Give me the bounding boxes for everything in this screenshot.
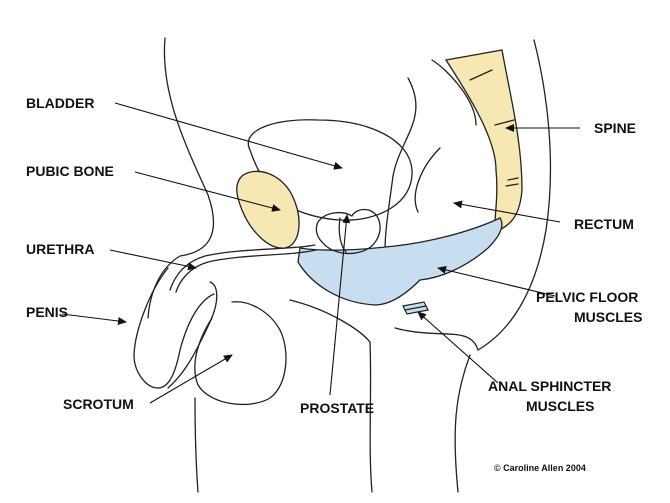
leader-bladder xyxy=(114,102,343,170)
body-outline xyxy=(147,37,552,493)
abdomen-contour xyxy=(147,37,215,319)
leader-urethra xyxy=(109,249,197,271)
leader-pubic-bone xyxy=(134,171,281,212)
label-anal-sphincter-2: MUSCLES xyxy=(526,398,594,414)
label-pelvic-floor-2: MUSCLES xyxy=(574,309,642,325)
leader-prostate xyxy=(329,214,351,396)
urethra-line-bottom xyxy=(175,249,317,293)
urethra-line-top xyxy=(169,244,316,291)
credit-text: © Caroline Allen 2004 xyxy=(494,463,586,473)
penis-shape xyxy=(133,267,215,389)
label-penis: PENIS xyxy=(26,304,68,320)
labels: BLADDER PUBIC BONE URETHRA PENIS SCROTUM… xyxy=(26,95,642,473)
anal-sphincter-ring xyxy=(404,305,427,311)
label-pubic-bone: PUBIC BONE xyxy=(26,163,114,179)
label-urethra: URETHRA xyxy=(26,241,94,257)
lower-contour xyxy=(454,354,471,493)
spine xyxy=(444,49,523,233)
penis-inner xyxy=(167,281,218,389)
pelvis-line-top xyxy=(414,147,441,213)
vertebra-divider-3 xyxy=(507,177,519,181)
thigh-contour-lower xyxy=(194,397,199,493)
leader-scrotum xyxy=(149,354,233,404)
back-contour xyxy=(477,39,552,351)
pubic-bone-shape xyxy=(236,170,300,249)
buttock-inner xyxy=(394,327,479,351)
spine-column xyxy=(444,49,523,233)
leader-rectum xyxy=(453,200,561,223)
label-bladder: BLADDER xyxy=(26,95,94,111)
label-rectum: RECTUM xyxy=(574,216,634,232)
label-prostate: PROSTATE xyxy=(300,400,374,416)
thigh-contour xyxy=(289,299,373,493)
vertebra-divider-2 xyxy=(494,119,515,126)
leader-lines xyxy=(61,102,580,404)
label-anal-sphincter-1: ANAL SPHINCTER xyxy=(488,378,611,394)
leader-anal-sphincter xyxy=(417,311,499,384)
anal-sphincter xyxy=(402,301,429,315)
vertebra-divider-1 xyxy=(469,69,493,81)
label-pelvic-floor-1: PELVIC FLOOR xyxy=(536,289,638,305)
label-spine: SPINE xyxy=(594,120,636,136)
leader-pelvic-floor xyxy=(437,265,556,297)
prostate-inner xyxy=(338,217,347,253)
sacrum-curve xyxy=(431,59,477,126)
leader-penis xyxy=(61,313,127,325)
pelvic-floor-shape xyxy=(297,217,503,306)
label-scrotum: SCROTUM xyxy=(63,396,134,412)
vertebra-divider-4 xyxy=(505,183,519,187)
scrotum-shape xyxy=(194,301,287,406)
prostate-shape xyxy=(315,208,381,255)
